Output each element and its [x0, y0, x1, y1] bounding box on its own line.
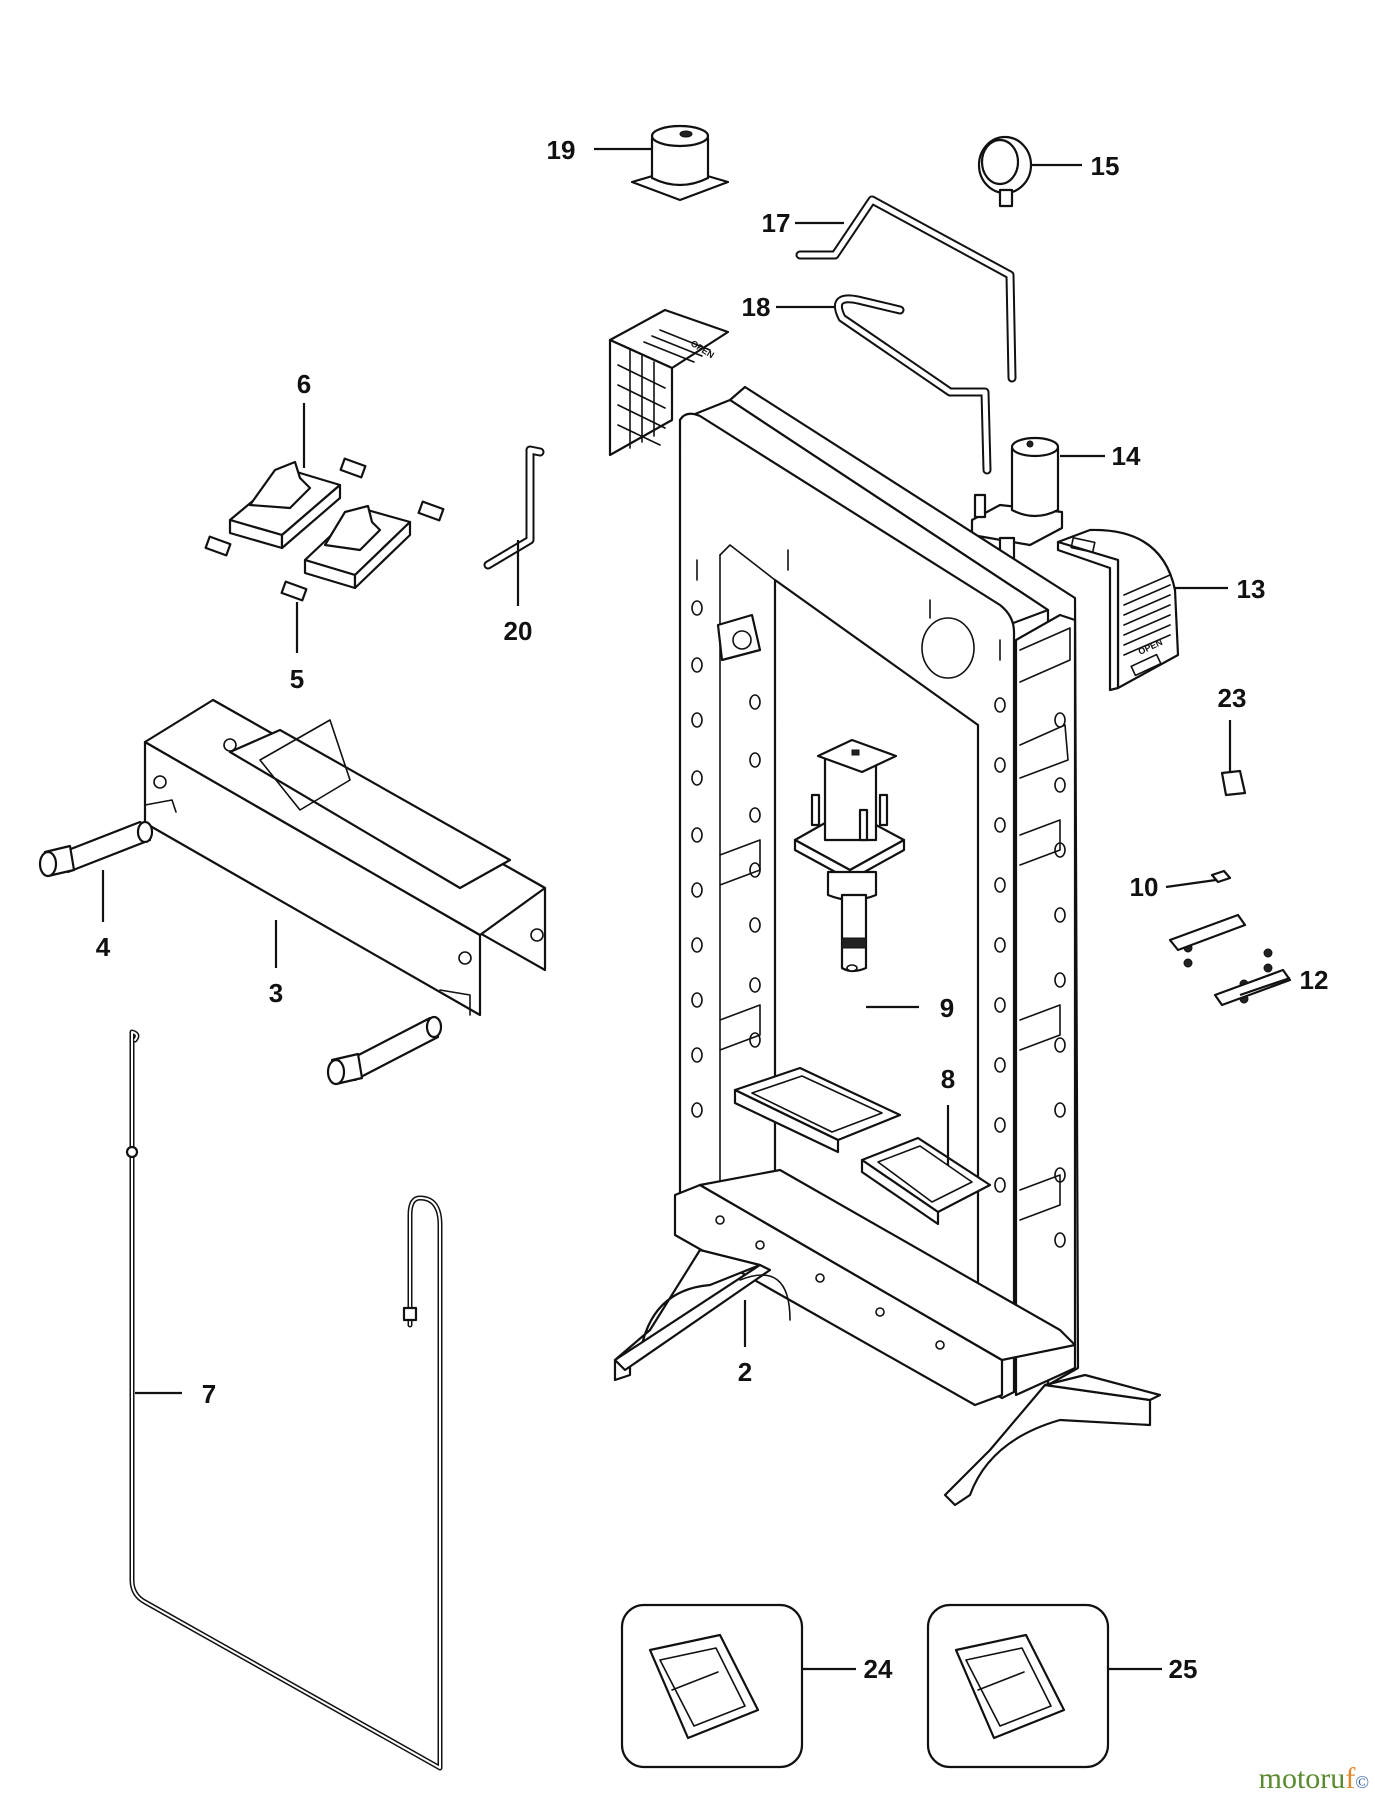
part-25-kit: [926, 1603, 1110, 1769]
watermark-text-1: motoru: [1258, 1762, 1346, 1795]
callout-18: 18: [742, 292, 771, 322]
part-15-gauge: [977, 135, 1033, 208]
part-17-rod: [795, 195, 1017, 383]
watermark-symbol: ©: [1355, 1772, 1369, 1792]
column-brackets: [719, 627, 1071, 1221]
leader-lines: [101, 147, 1291, 1671]
part-23-plate: [1220, 769, 1247, 797]
part-6-blocks: [228, 460, 412, 590]
callout-5: 5: [290, 664, 304, 694]
part-3-table: [143, 698, 547, 1017]
callout-15: 15: [1091, 151, 1120, 181]
callout-2: 2: [738, 1357, 752, 1387]
watermark-text-2: f: [1345, 1762, 1356, 1795]
callout-9: 9: [940, 993, 954, 1023]
callout-13: 13: [1237, 574, 1266, 604]
callout-19: 19: [547, 135, 576, 165]
part-8-plates: [733, 1066, 992, 1226]
callout-4: 4: [96, 932, 111, 962]
callout-8: 8: [941, 1064, 955, 1094]
callout-25: 25: [1169, 1654, 1198, 1684]
callout-12: 12: [1300, 965, 1329, 995]
part-top-guard: [608, 308, 730, 457]
callout-20: 20: [504, 616, 533, 646]
watermark-logo: motoruf©: [1259, 1762, 1369, 1796]
part-12-plates: [1168, 913, 1292, 1007]
callout-23: 23: [1218, 683, 1247, 713]
part-7-cable: [125, 1029, 443, 1771]
part-18-hook-rod: [834, 294, 992, 475]
callout-24: 24: [864, 1654, 893, 1684]
callout-3: 3: [269, 978, 283, 1008]
part-9-ram: [793, 738, 906, 973]
part-24-kit: [620, 1603, 804, 1769]
callout-14: 14: [1112, 441, 1141, 471]
part-2-base: [613, 1168, 1162, 1507]
callout-10: 10: [1130, 872, 1159, 902]
part-5-clips: [204, 457, 445, 602]
part-13-side-guard: [1056, 528, 1180, 692]
part-19-cap: [630, 124, 730, 202]
part-20-rod: [483, 445, 545, 570]
callout-17: 17: [762, 208, 791, 238]
callout-7: 7: [202, 1379, 216, 1409]
callout-labels: 19 15 17 18 14 13 6 5 20 23 4 3 9 10 12 …: [96, 135, 1329, 1684]
callout-6: 6: [297, 369, 311, 399]
part-4-pins: [38, 820, 443, 1086]
